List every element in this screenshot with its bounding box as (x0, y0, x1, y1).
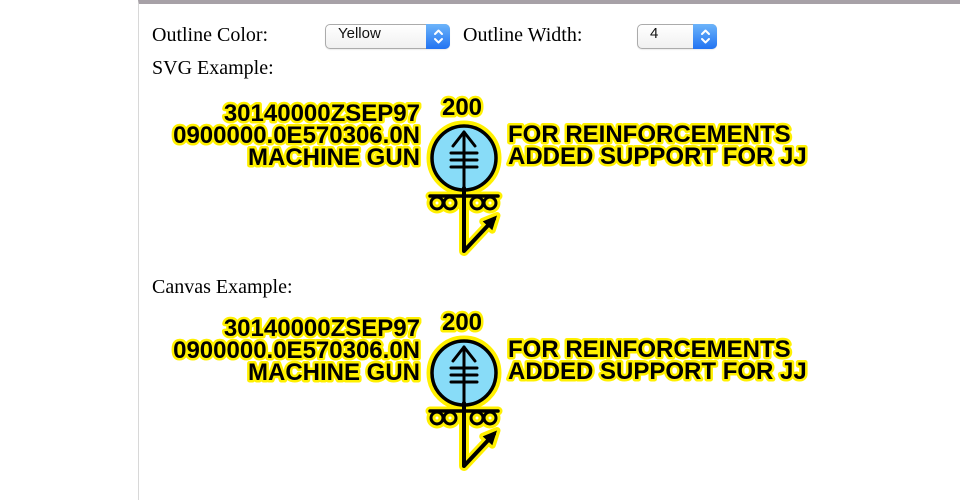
symbol-altitude-label: 200 (442, 310, 482, 336)
machine-gun-glyph (449, 130, 479, 188)
symbol-type-label: MACHINE GUN (248, 359, 420, 386)
outline-width-select[interactable]: 4 (637, 24, 717, 49)
symbol-location-label: 0900000.0E570306.0N (173, 337, 420, 364)
symbol-info-label-1: FOR REINFORCEMENTS (508, 336, 791, 363)
symbol-altitude-label: 200 (442, 95, 482, 121)
direction-arrow (462, 186, 497, 253)
machine-gun-glyph (449, 345, 479, 403)
outline-color-select-value: Yellow (338, 25, 381, 42)
outline-width-label: Outline Width: (463, 24, 583, 46)
symbol-info-label-1: FOR REINFORCEMENTS (508, 121, 791, 148)
canvas-example-heading: Canvas Example: (152, 276, 293, 298)
symbol-info-label-2: ADDED SUPPORT FOR JJ (508, 143, 807, 170)
svg-example-symbol: 30140000ZSEP97 0900000.0E570306.0N MACHI… (171, 95, 810, 256)
updown-chevron-icon (426, 24, 450, 49)
canvas-example-symbol: 30140000ZSEP97 0900000.0E570306.0N MACHI… (171, 310, 810, 471)
symbol-labels: 30140000ZSEP97 0900000.0E570306.0N MACHI… (171, 310, 810, 389)
symbol-location-label: 0900000.0E570306.0N (173, 122, 420, 149)
symbol-info-label-2: ADDED SUPPORT FOR JJ (508, 358, 807, 385)
symbol-dtg-label: 30140000ZSEP97 (224, 100, 420, 127)
direction-arrow (462, 401, 497, 468)
outline-color-select[interactable]: Yellow (325, 24, 450, 49)
outline-color-label: Outline Color: (152, 24, 269, 46)
mobility-indicator (428, 194, 500, 211)
svg-example-heading: SVG Example: (152, 57, 274, 79)
symbol-labels: 30140000ZSEP97 0900000.0E570306.0N MACHI… (171, 95, 810, 174)
content-panel: Outline Color: Yellow Outline Width: 4 S… (138, 0, 960, 500)
symbol-dtg-label: 30140000ZSEP97 (224, 315, 420, 342)
symbol-type-label: MACHINE GUN (248, 144, 420, 171)
outline-width-select-value: 4 (650, 25, 659, 42)
updown-chevron-icon (693, 24, 717, 49)
